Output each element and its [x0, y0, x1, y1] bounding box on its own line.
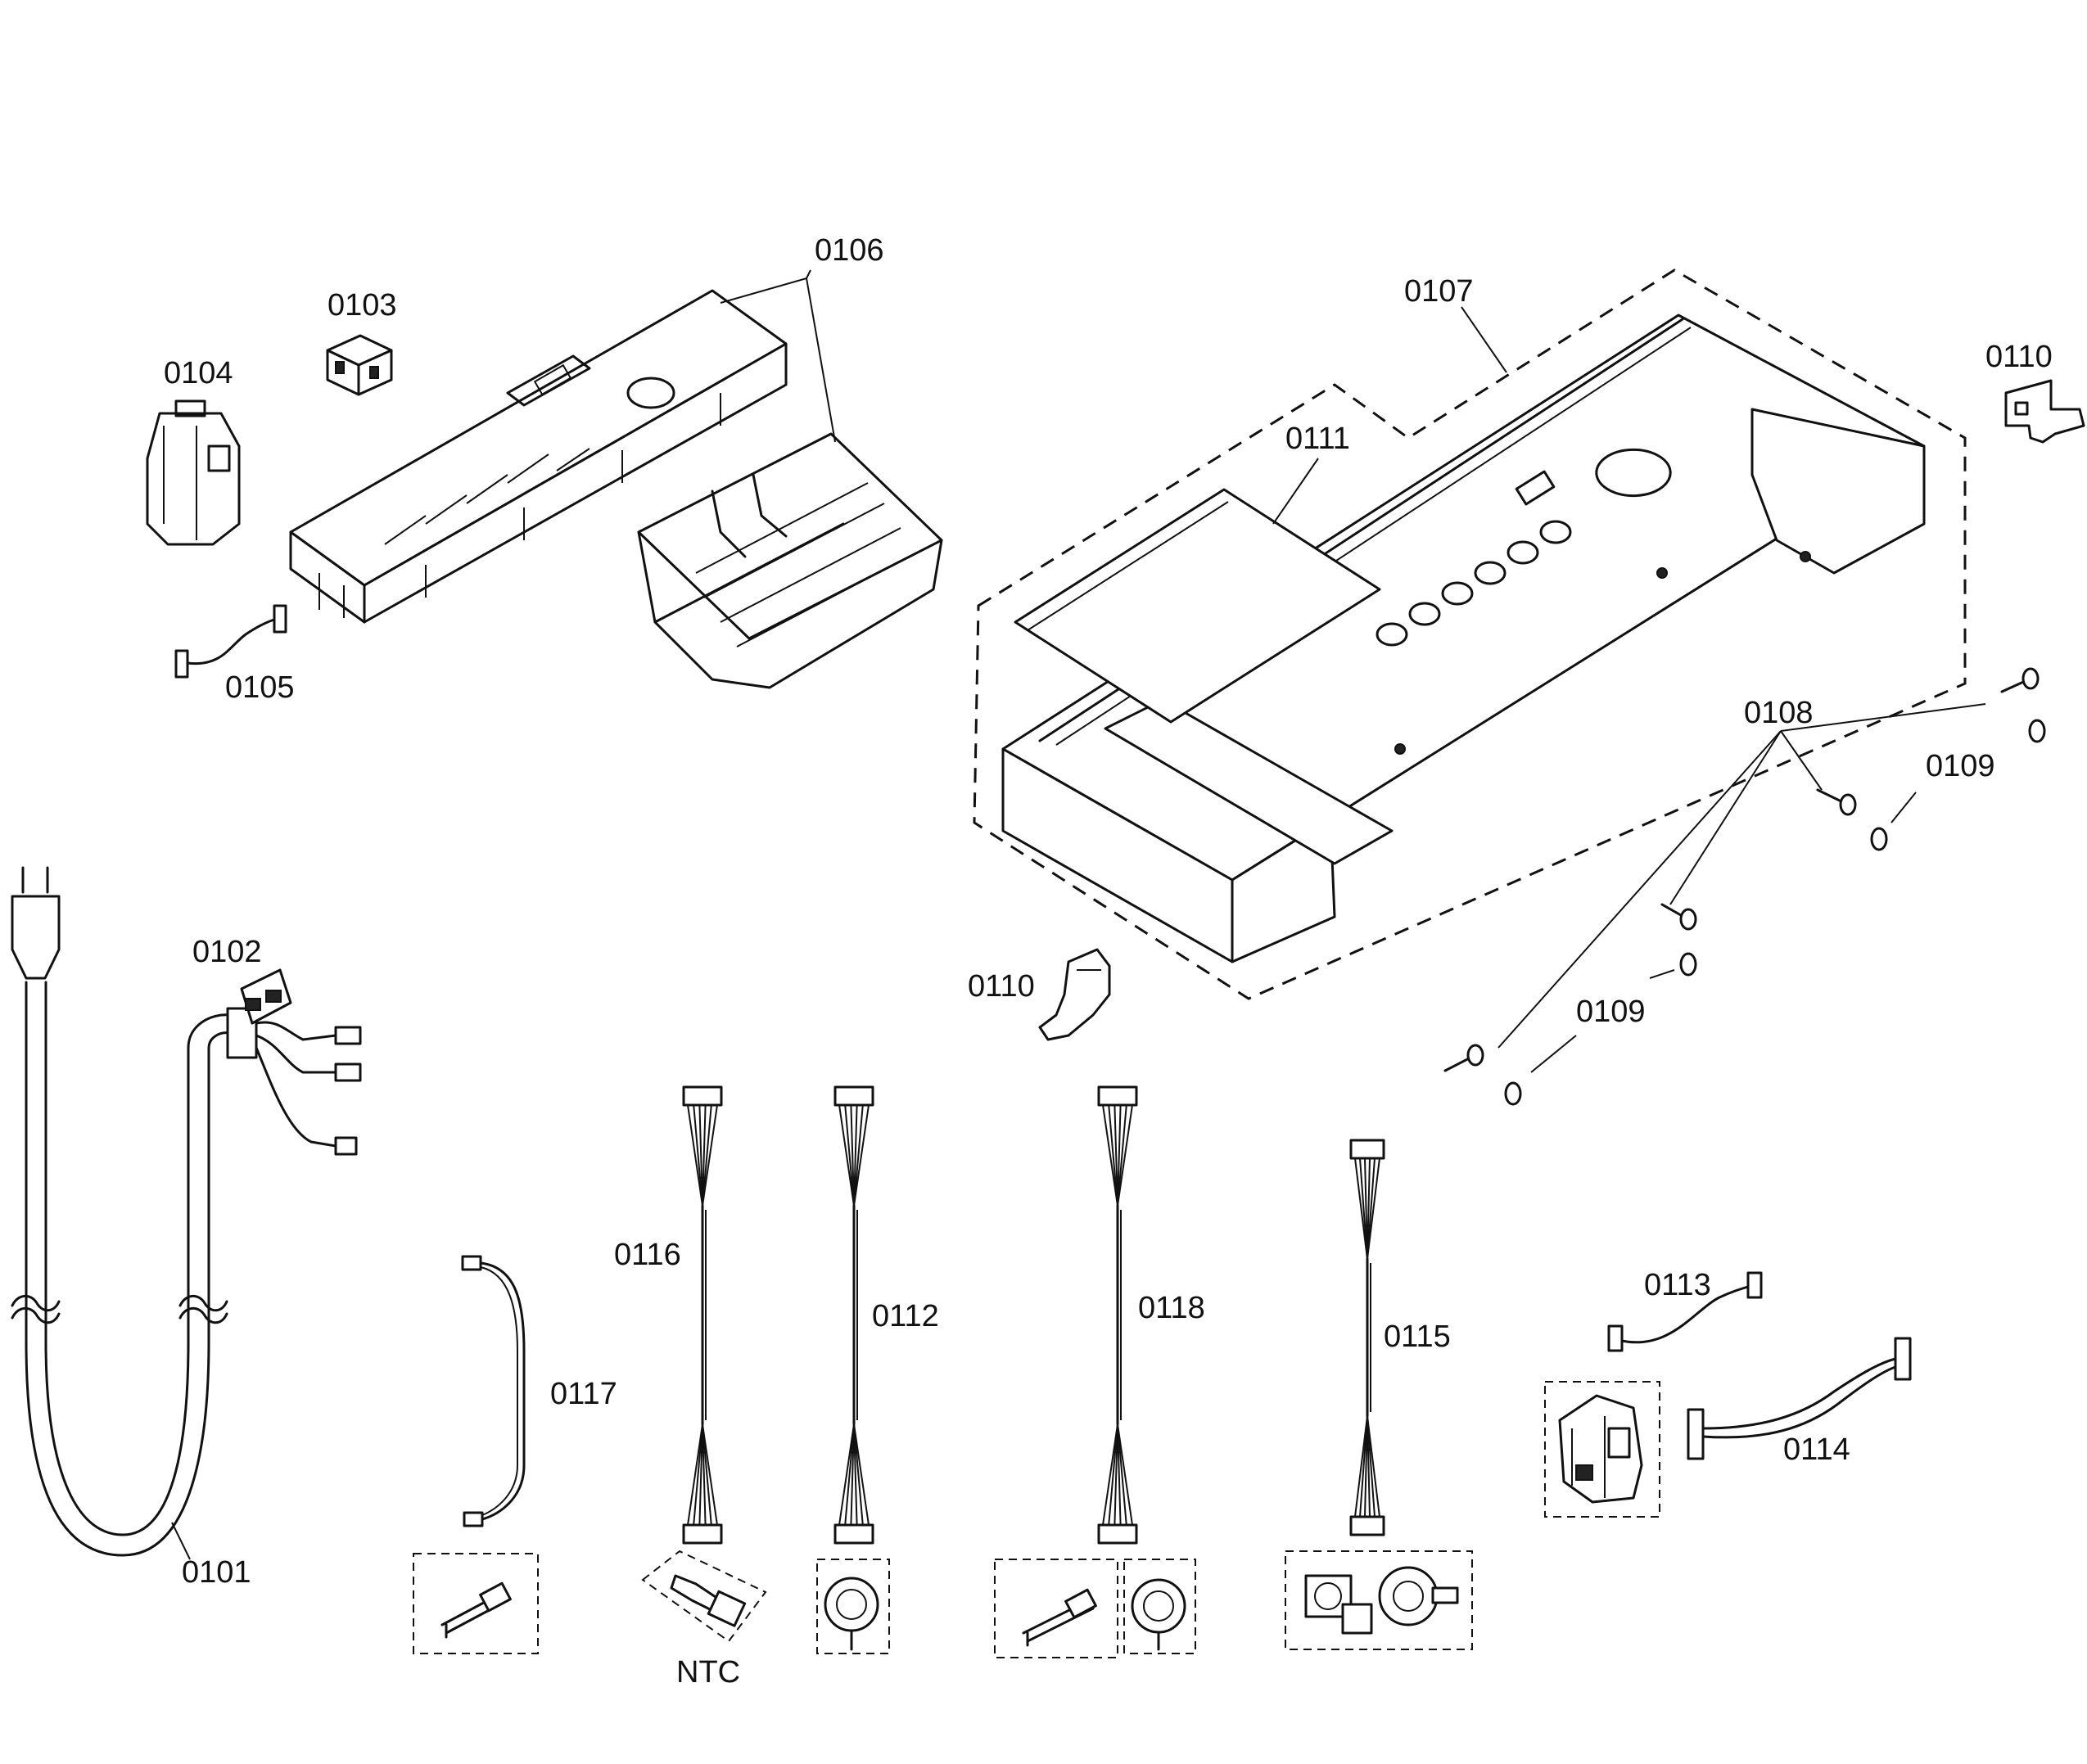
- part-0110-bracket-lower[interactable]: [1038, 948, 1111, 1041]
- leader-0101: [171, 1522, 191, 1560]
- part-0109-washer-3[interactable]: [1679, 952, 1697, 977]
- part-0104-filter[interactable]: [146, 399, 241, 546]
- box-0117-heater: [413, 1553, 539, 1654]
- label-0110-top: 0110: [1985, 340, 2053, 374]
- label-0112: 0112: [872, 1299, 939, 1333]
- box-0118-heater: [994, 1559, 1118, 1658]
- part-0106-module-housing[interactable]: [637, 432, 943, 689]
- part-0112-pressure-switch[interactable]: [824, 1577, 879, 1651]
- part-0115-harness[interactable]: [1349, 1139, 1385, 1536]
- part-0117-heater-cable[interactable]: [461, 1255, 526, 1527]
- label-0111: 0111: [1285, 422, 1350, 456]
- part-0103-relay[interactable]: [326, 334, 393, 396]
- part-0113-cable[interactable]: [1607, 1271, 1763, 1352]
- part-0118-harness[interactable]: [1097, 1085, 1138, 1545]
- leader-0109-a: [1890, 792, 1917, 823]
- label-0116: 0116: [614, 1238, 681, 1272]
- part-0105-cable[interactable]: [174, 604, 287, 679]
- label-ntc: NTC: [676, 1655, 740, 1690]
- box-0115-components: [1285, 1550, 1473, 1650]
- part-0102-clip[interactable]: [240, 968, 292, 1025]
- part-0112-harness[interactable]: [833, 1085, 874, 1545]
- part-0118-pressure-switch[interactable]: [1131, 1578, 1186, 1651]
- part-0116-harness[interactable]: [682, 1085, 723, 1545]
- part-0114-cable[interactable]: [1687, 1337, 1912, 1460]
- label-0107: 0107: [1404, 274, 1474, 309]
- label-0106: 0106: [815, 233, 884, 268]
- box-0112-pressure-switch: [816, 1559, 890, 1654]
- part-door-lock[interactable]: [1558, 1394, 1643, 1504]
- label-0108: 0108: [1744, 696, 1814, 730]
- part-0118-heater-element[interactable]: [1022, 1588, 1097, 1647]
- label-0103: 0103: [328, 288, 397, 323]
- part-ntc-sensor[interactable]: [670, 1574, 747, 1627]
- label-0109-a: 0109: [1926, 749, 1995, 783]
- label-0109-b: 0109: [1576, 995, 1646, 1029]
- part-0115-pressure-switch[interactable]: [1378, 1566, 1459, 1626]
- label-0114: 0114: [1783, 1432, 1850, 1467]
- part-0111-panel-film[interactable]: [1014, 488, 1381, 724]
- part-0117-heater-element[interactable]: [440, 1581, 512, 1639]
- label-0117: 0117: [550, 1377, 617, 1411]
- part-0115-pump[interactable]: [1304, 1574, 1373, 1635]
- label-0102: 0102: [192, 935, 262, 969]
- leader-0108: [1780, 703, 1986, 732]
- part-0108-screw-2[interactable]: [1816, 788, 1857, 816]
- box-door-lock: [1544, 1381, 1660, 1518]
- part-0108-screw-3[interactable]: [1660, 903, 1697, 931]
- label-0118: 0118: [1138, 1291, 1205, 1325]
- label-0113: 0113: [1644, 1268, 1711, 1302]
- part-0101-power-cord[interactable]: [11, 866, 362, 1557]
- leader-0109-b: [1530, 1035, 1577, 1073]
- label-0105: 0105: [225, 670, 295, 705]
- part-0109-washer-1[interactable]: [2028, 719, 2046, 743]
- box-ntc: [641, 1550, 767, 1643]
- part-0110-bracket-top[interactable]: [2004, 379, 2085, 444]
- part-0109-washer-4[interactable]: [1504, 1081, 1522, 1106]
- part-0106-control-module[interactable]: [289, 289, 788, 624]
- label-0101: 0101: [182, 1555, 251, 1590]
- label-0104: 0104: [164, 356, 233, 390]
- leader-0111: [1272, 458, 1319, 525]
- leader-0107: [1461, 306, 1507, 373]
- part-0108-screw-1[interactable]: [2000, 667, 2040, 693]
- label-0110-lower: 0110: [968, 969, 1035, 1004]
- group-0107-outline: [973, 268, 1967, 1000]
- part-0108-screw-4[interactable]: [1443, 1044, 1484, 1072]
- box-0118-pressure-switch: [1123, 1559, 1196, 1654]
- label-0115: 0115: [1384, 1320, 1451, 1354]
- part-0109-washer-2[interactable]: [1870, 827, 1888, 851]
